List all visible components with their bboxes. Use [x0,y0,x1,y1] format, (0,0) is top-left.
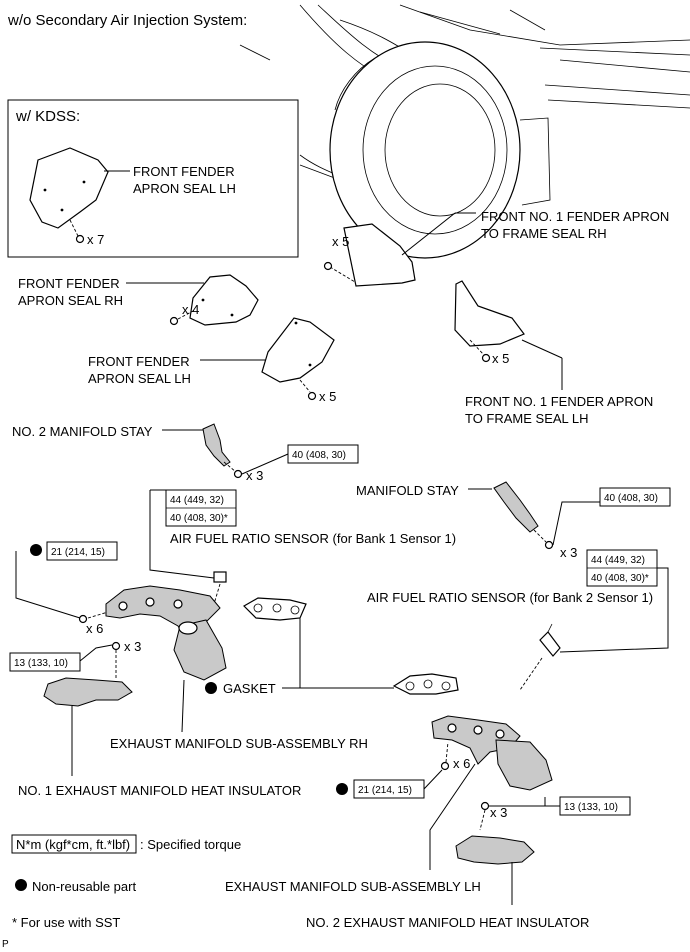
non-reusable-marker [205,682,217,694]
non-reusable-marker [336,783,348,795]
torque-lh-ins: 13 (133, 10) [564,802,618,813]
legend-torque-desc: : Specified torque [140,837,241,852]
manifold-rh-label: EXHAUST MANIFOLD SUB-ASSEMBLY RH [110,736,368,751]
kdss-title: w/ KDSS: [15,108,80,125]
heat-insulator-1 [43,677,133,707]
manifold-rh-qty: x 6 [86,621,103,636]
front-no1-lh-label-2: TO FRAME SEAL LH [465,411,589,426]
torque-af1-a: 44 (449, 32) [170,495,224,506]
front-no1-lh-label-1: FRONT NO. 1 FENDER APRON [465,394,653,409]
af-bank1-label: AIR FUEL RATIO SENSOR (for Bank 1 Sensor… [170,531,456,546]
gasket-label: GASKET [223,681,276,696]
torque-rh-ins: 13 (133, 10) [14,658,68,669]
heat-insulator-2 [455,835,535,865]
seal-lh-label-1: FRONT FENDER [88,354,190,369]
torque-manifold-stay: 40 (408, 30) [604,493,658,504]
manifold-lh-ins-qty: x 3 [490,805,507,820]
gasket-rh [243,597,307,621]
non-reusable-legend-marker [15,879,27,891]
bolt-icon [233,469,243,479]
no2-stay-label: NO. 2 MANIFOLD STAY [12,424,153,439]
manifold-stay-label: MANIFOLD STAY [356,483,459,498]
seal-rh-qty: x 4 [182,302,199,317]
kdss-seal-label-2: APRON SEAL LH [133,181,236,196]
af-sensor-bank2: 44 (449, 32) 40 (408, 30)* AIR FUEL RATI… [367,549,669,691]
torque-no2-stay: 40 (408, 30) [292,450,346,461]
legend-nonreusable: Non-reusable part [32,879,136,894]
torque-lh-nut: 21 (214, 15) [358,785,412,796]
torque-box [287,444,359,464]
clip-icon [307,391,317,401]
front-fender-apron-seal-rh: FRONT FENDER APRON SEAL RH x 4 [18,274,259,326]
front-no1-rh-label-2: TO FRAME SEAL RH [481,226,607,241]
clip-icon [481,353,491,363]
kdss-seal-label-1: FRONT FENDER [133,164,235,179]
torque-af2-a: 44 (449, 32) [591,555,645,566]
front-no1-rh-label-1: FRONT NO. 1 FENDER APRON [481,209,669,224]
manifold-stay-qty: x 3 [560,545,577,560]
af-sensor-icon [539,631,561,657]
no2-stay-qty: x 3 [246,468,263,483]
kdss-inset: w/ KDSS: FRONT FENDER APRON SEAL LH x 7 [7,99,299,258]
torque-af1-b: 40 (408, 30)* [170,513,228,524]
torque-af2-b: 40 (408, 30)* [591,573,649,584]
non-reusable-marker [30,544,42,556]
kdss-clip-icon [75,234,85,244]
torque-legend-box [11,834,137,854]
front-no1-apron-seal-lh: x 5 FRONT NO. 1 FENDER APRON TO FRAME SE… [454,280,653,426]
torque-rh-nut: 21 (214, 15) [51,547,105,558]
bolt-icon [480,801,490,811]
manifold-lh-label: EXHAUST MANIFOLD SUB-ASSEMBLY LH [225,879,481,894]
insulator1-label: NO. 1 EXHAUST MANIFOLD HEAT INSULATOR [18,783,301,798]
torque-box [599,487,671,507]
nut-icon [78,614,88,624]
insulator2-label: NO. 2 EXHAUST MANIFOLD HEAT INSULATOR [306,915,589,930]
af-sensor-icon [213,571,227,583]
kdss-qty: x 7 [87,232,104,247]
seal-rh-label-2: APRON SEAL RH [18,293,123,308]
clip-icon [323,261,333,271]
seal-lh-qty: x 5 [319,389,336,404]
gasket: GASKET [205,597,459,696]
page-title: w/o Secondary Air Injection System: [7,12,247,29]
front-no1-apron-seal-rh: FRONT NO. 1 FENDER APRON TO FRAME SEAL R… [323,209,669,287]
vehicle-fender-illustration [239,4,690,259]
gasket-lh [392,673,459,695]
seal-lh-label-2: APRON SEAL LH [88,371,191,386]
torque-box [9,652,81,672]
front-no1-rh-qty: x 5 [332,234,349,249]
torque-box [46,541,118,561]
figure-code: P [2,939,9,950]
bolt-icon [544,540,554,550]
kdss-apron-seal-lh [29,147,109,229]
legend-torque-unit: N*m (kgf*cm, ft.*lbf) [16,837,130,852]
af-sensor-bank1: 44 (449, 32) 40 (408, 30)* AIR FUEL RATI… [149,489,456,605]
legend: N*m (kgf*cm, ft.*lbf) : Specified torque… [11,834,241,930]
front-fender-apron-seal-lh: FRONT FENDER APRON SEAL LH x 5 [88,317,336,404]
manifold-lh-qty: x 6 [453,756,470,771]
exhaust-manifold-rh: 21 (214, 15) x 6 EXHAUST MANIFOLD SUB-AS… [9,541,368,798]
manifold-rh-ins-qty: x 3 [124,639,141,654]
legend-sst: * For use with SST [12,915,120,930]
af-bank2-label: AIR FUEL RATIO SENSOR (for Bank 2 Sensor… [367,590,653,605]
bolt-icon [111,641,121,651]
nut-icon [440,761,450,771]
no2-manifold-stay: NO. 2 MANIFOLD STAY x 3 40 (408, 30) [12,423,359,483]
exhaust-manifold-lh: x 6 21 (214, 15) EXHAUST MANIFOLD SUB-AS… [225,715,631,930]
manifold-stay: MANIFOLD STAY x 3 40 (408, 30) [356,481,671,560]
seal-rh-label-1: FRONT FENDER [18,276,120,291]
clip-icon [169,316,179,326]
front-no1-lh-qty: x 5 [492,351,509,366]
